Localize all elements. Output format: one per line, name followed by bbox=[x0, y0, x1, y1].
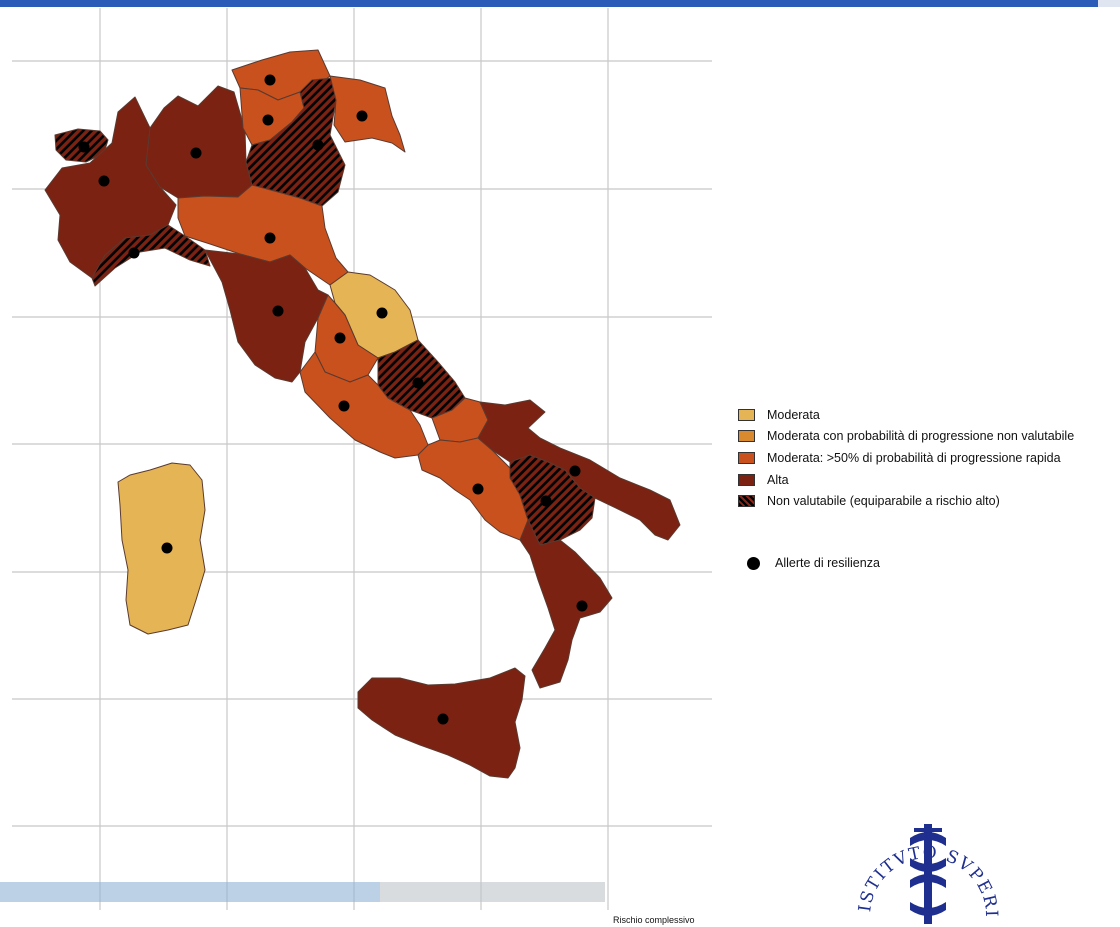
sea-strip bbox=[0, 882, 605, 902]
legend-swatch bbox=[738, 473, 755, 486]
resilience-alert-dot-valle-d-aosta bbox=[78, 141, 90, 153]
resilience-alert-dot-puglia bbox=[569, 465, 581, 477]
legend-item: Alta bbox=[738, 469, 1074, 491]
legend-label: Non valutabile (equiparabile a rischio a… bbox=[767, 494, 1000, 509]
legend-item: Moderata bbox=[738, 404, 1074, 426]
legend-resilience-alert: Allerte di resilienza bbox=[747, 556, 880, 570]
map-grid bbox=[12, 8, 712, 910]
legend-item: Moderata con probabilità di progressione… bbox=[738, 426, 1074, 448]
resilience-alert-dot-friuli-venezia-giulia bbox=[356, 110, 368, 122]
resilience-alert-dot-marche bbox=[376, 307, 388, 319]
region-basilicata bbox=[509, 454, 596, 546]
resilience-alert-dot-veneto bbox=[312, 139, 324, 151]
resilience-alert-dot-sardegna bbox=[161, 542, 173, 554]
resilience-alert-dot-campania bbox=[472, 483, 484, 495]
legend-item: Moderata: >50% di probabilità di progres… bbox=[738, 447, 1074, 469]
region-friuli-venezia-giulia bbox=[329, 75, 406, 153]
resilience-alert-dot-p-a-bolzano bbox=[264, 74, 276, 86]
resilience-alert-dot-liguria bbox=[128, 247, 140, 259]
legend-swatch bbox=[738, 408, 755, 421]
region-piemonte bbox=[44, 96, 177, 279]
legend-swatch bbox=[738, 495, 755, 508]
region-liguria bbox=[91, 224, 211, 287]
resilience-alert-dot-basilicata bbox=[540, 495, 552, 507]
region-sardegna bbox=[117, 462, 206, 635]
header-bar-end bbox=[1098, 0, 1120, 7]
resilience-alert-dot-calabria bbox=[576, 600, 588, 612]
resilience-alert-dot-emilia-romagna bbox=[264, 232, 276, 244]
resilience-alert-dot-lombardia bbox=[190, 147, 202, 159]
map-caption: Rischio complessivo bbox=[613, 915, 695, 925]
region-lombardia bbox=[145, 85, 253, 199]
resilience-alert-dot-piemonte bbox=[98, 175, 110, 187]
resilience-alert-dot-umbria bbox=[334, 332, 346, 344]
legend-swatch bbox=[738, 430, 755, 443]
region-toscana bbox=[204, 249, 329, 383]
region-calabria bbox=[519, 519, 613, 689]
resilience-alert-dot-sicilia bbox=[437, 713, 449, 725]
resilience-alert-label: Allerte di resilienza bbox=[775, 556, 880, 570]
legend-label: Moderata con probabilità di progressione… bbox=[767, 429, 1075, 444]
resilience-alert-dot-lazio bbox=[338, 400, 350, 412]
italy-risk-map bbox=[0, 8, 712, 910]
legend-label: Moderata: >50% di probabilità di progres… bbox=[767, 450, 1061, 465]
legend-label: Alta bbox=[767, 472, 789, 487]
resilience-alert-dot-p-a-trento bbox=[262, 114, 274, 126]
iss-logo: ISTITVTO SVPERIORE DI SANITÀ bbox=[848, 796, 1000, 924]
header-bar bbox=[0, 0, 1098, 7]
region-lazio bbox=[299, 351, 429, 459]
resilience-alert-dot-abruzzo bbox=[412, 377, 424, 389]
resilience-alert-dot-toscana bbox=[272, 305, 284, 317]
legend-label: Moderata bbox=[767, 407, 820, 422]
legend-item: Non valutabile (equiparabile a rischio a… bbox=[738, 490, 1074, 512]
legend-swatch bbox=[738, 451, 755, 464]
resilience-alert-dot-icon bbox=[747, 556, 760, 570]
